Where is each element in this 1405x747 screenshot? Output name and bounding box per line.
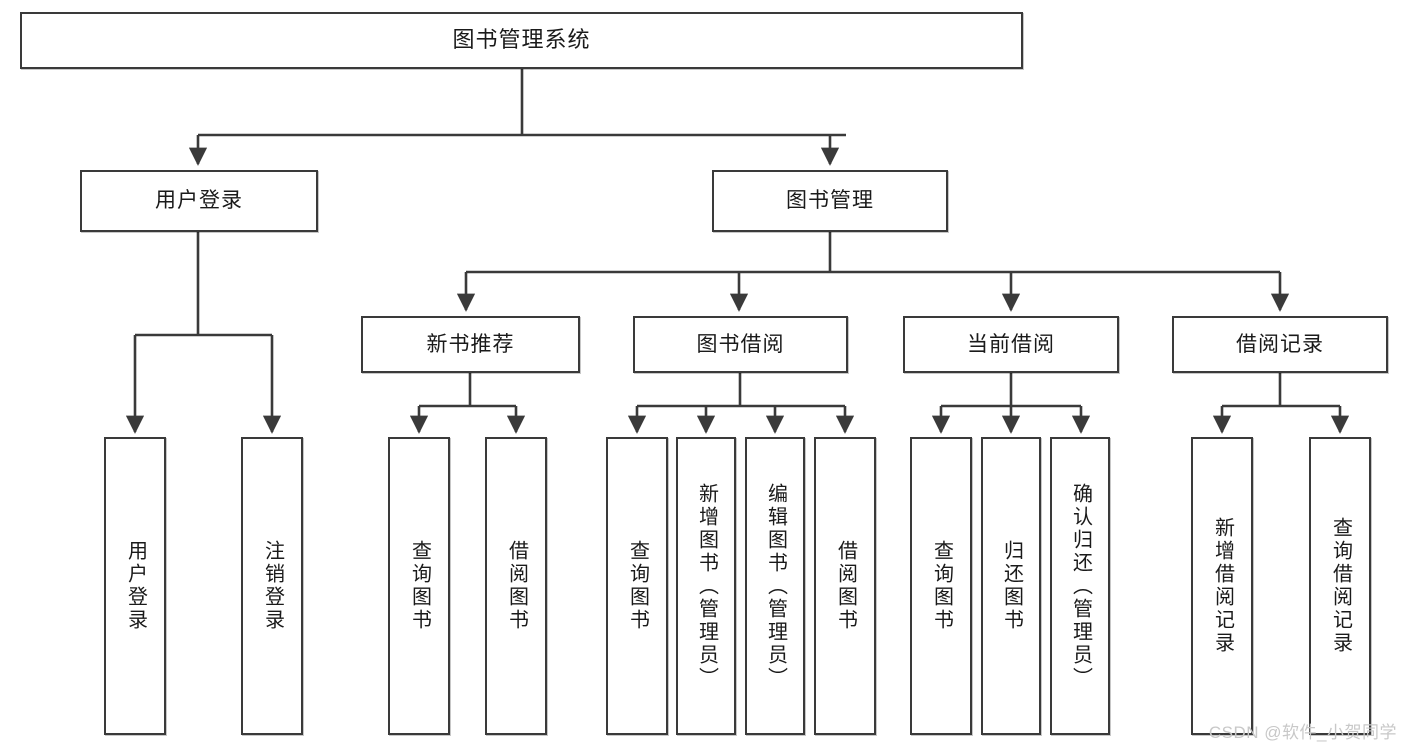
- node-leaf-add-book-admin[interactable]: 新增图书（管理员）: [676, 437, 736, 735]
- node-leaf-borrow-book-2[interactable]: 借阅图书: [814, 437, 876, 735]
- node-leaf-query-borrow-record[interactable]: 查询借阅记录: [1309, 437, 1371, 735]
- node-leaf-query-book-1[interactable]: 查询图书: [388, 437, 450, 735]
- node-label: 新增借阅记录: [1211, 517, 1234, 655]
- node-leaf-query-book-3[interactable]: 查询图书: [910, 437, 972, 735]
- node-new-book-recommend[interactable]: 新书推荐: [361, 316, 580, 373]
- node-leaf-add-borrow-record[interactable]: 新增借阅记录: [1191, 437, 1253, 735]
- node-label: 归还图书: [1000, 540, 1023, 632]
- node-book-borrow[interactable]: 图书借阅: [633, 316, 848, 373]
- node-borrow-record[interactable]: 借阅记录: [1172, 316, 1388, 373]
- node-label: 查询图书: [626, 540, 649, 632]
- node-label: 图书借阅: [696, 332, 785, 356]
- node-label: 确认归还（管理员）: [1069, 482, 1092, 690]
- node-label: 图书管理: [786, 189, 874, 213]
- node-leaf-query-book-2[interactable]: 查询图书: [606, 437, 668, 735]
- node-root-book-management-system[interactable]: 图书管理系统: [20, 12, 1023, 69]
- node-leaf-user-login[interactable]: 用户登录: [104, 437, 166, 735]
- node-label: 查询图书: [408, 540, 431, 632]
- node-leaf-return-book[interactable]: 归还图书: [981, 437, 1041, 735]
- node-user-login[interactable]: 用户登录: [80, 170, 318, 232]
- node-leaf-edit-book-admin[interactable]: 编辑图书（管理员）: [745, 437, 805, 735]
- node-label: 新书推荐: [426, 332, 515, 356]
- node-label: 查询图书: [930, 540, 953, 632]
- node-leaf-confirm-return-admin[interactable]: 确认归还（管理员）: [1050, 437, 1110, 735]
- node-leaf-logout[interactable]: 注销登录: [241, 437, 303, 735]
- node-label: 借阅图书: [505, 540, 528, 632]
- node-book-management[interactable]: 图书管理: [712, 170, 948, 232]
- node-label: 编辑图书（管理员）: [764, 482, 787, 690]
- csdn-watermark: CSDN @软件_小贺同学: [1208, 723, 1397, 742]
- node-label: 借阅记录: [1236, 332, 1324, 356]
- node-label: 当前借阅: [967, 332, 1055, 356]
- node-current-borrow[interactable]: 当前借阅: [903, 316, 1119, 373]
- node-label: 查询借阅记录: [1329, 517, 1352, 655]
- node-label: 用户登录: [155, 189, 243, 213]
- node-label: 图书管理系统: [452, 27, 591, 53]
- node-leaf-borrow-book-1[interactable]: 借阅图书: [485, 437, 547, 735]
- node-label: 注销登录: [261, 540, 284, 632]
- node-label: 新增图书（管理员）: [695, 482, 718, 690]
- node-label: 借阅图书: [834, 540, 857, 632]
- node-label: 用户登录: [124, 540, 147, 632]
